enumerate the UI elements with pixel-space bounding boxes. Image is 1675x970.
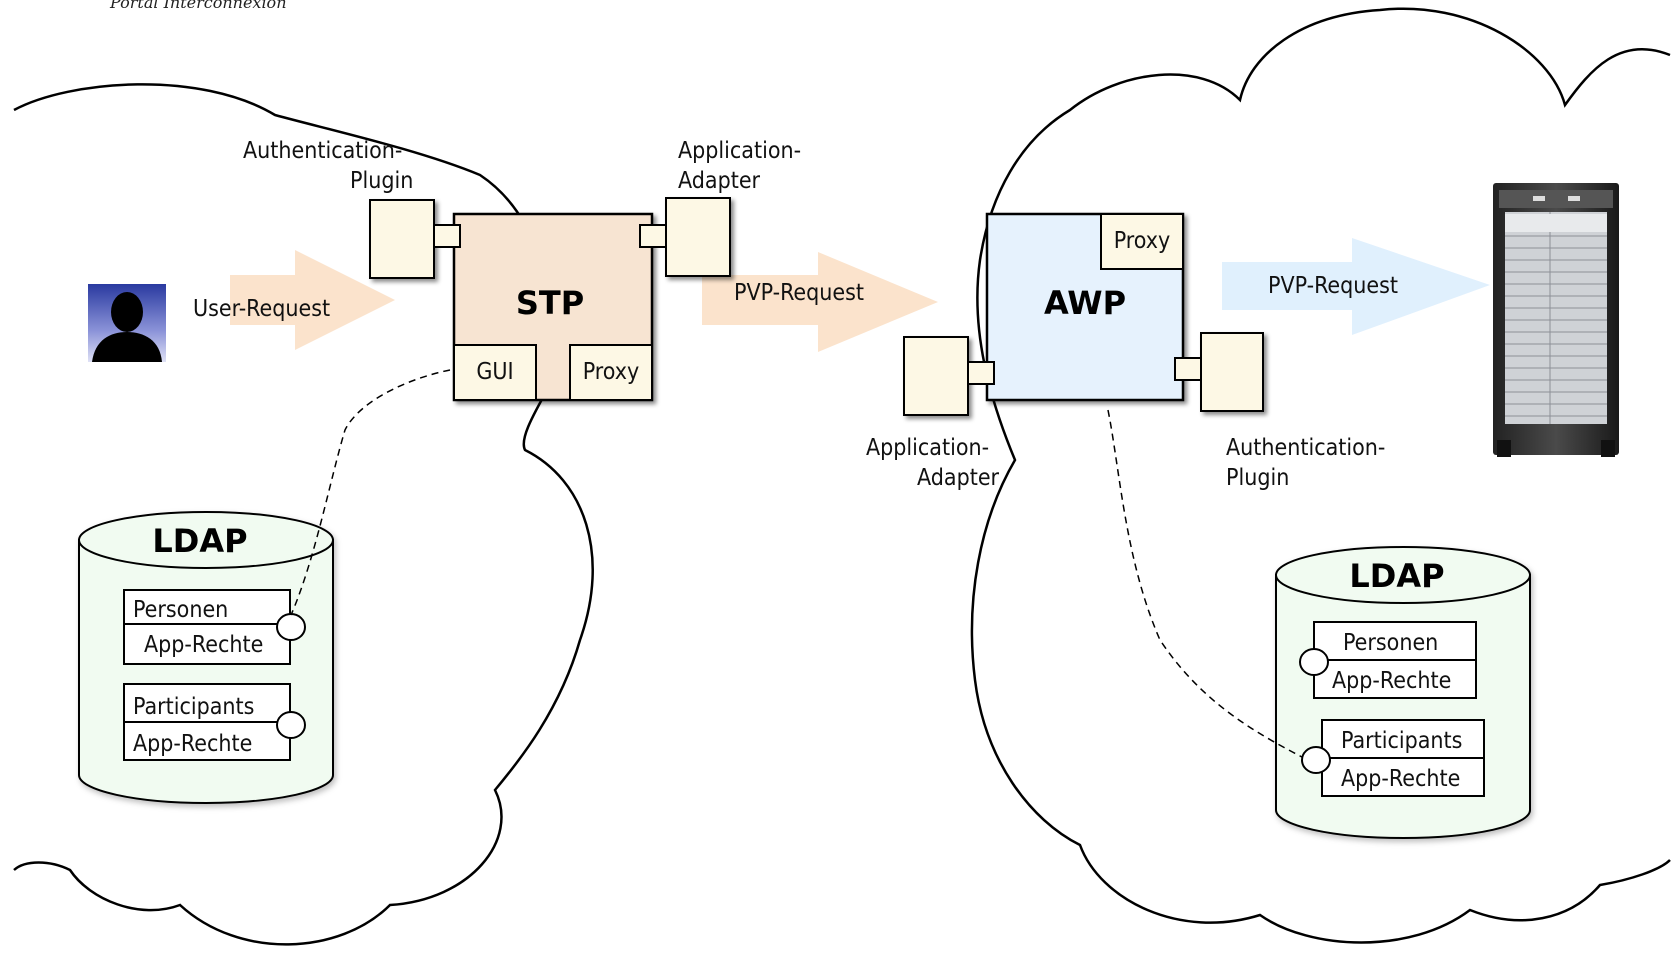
awp-app-adapter-port: [967, 361, 995, 385]
right-ldap-personen-rights-label: App-Rechte: [1332, 668, 1451, 694]
left-ldap-personen-label: Personen: [133, 597, 228, 623]
stp-app-adapter-label-1: Application-: [678, 138, 801, 164]
left-ldap-participants-rights-label: App-Rechte: [133, 731, 252, 757]
user-request-arrow: [230, 250, 395, 350]
left-ldap-personen-port: [276, 613, 306, 641]
right-ldap-personen-port: [1299, 648, 1329, 676]
awp-proxy-box: [1100, 213, 1184, 270]
awp-auth-plugin-port: [1174, 357, 1202, 381]
pvp-request-arrow-middle: [702, 252, 938, 352]
left-ldap-personen-rights-label: App-Rechte: [144, 632, 263, 658]
pvp-request-label-middle: PVP-Request: [734, 280, 864, 306]
right-ldap-participants-box: [1321, 719, 1485, 759]
right-ldap-participants-rights-box: [1321, 757, 1485, 797]
awp-auth-plugin: [1200, 332, 1264, 412]
awp-to-ldap-link: [1107, 409, 1303, 758]
awp-app-adapter: [903, 336, 969, 416]
stp-gui-to-ldap-link: [290, 369, 451, 616]
right-ldap-personen-rights-box: [1313, 659, 1477, 699]
awp-auth-plugin-label-2: Plugin: [1226, 465, 1289, 491]
diagram-caption: Portal Interconnexion: [109, 0, 287, 12]
left-ldap-personen-rights-box: [123, 623, 291, 665]
stp-app-adapter-port: [639, 224, 667, 248]
awp-app-adapter-label-1: Application-: [866, 435, 989, 461]
stp-auth-plugin-label-2: Plugin: [350, 168, 413, 194]
right-ldap-participants-port: [1301, 746, 1331, 774]
awp-auth-plugin-label-1: Authentication-: [1226, 435, 1385, 461]
right-ldap-participants-rights-label: App-Rechte: [1341, 766, 1460, 792]
left-ldap-title: LDAP: [152, 522, 247, 560]
right-ldap-personen-box: [1313, 621, 1477, 661]
right-ldap-title: LDAP: [1349, 557, 1444, 595]
user-request-label: User-Request: [193, 296, 330, 322]
server-rack-icon: [1493, 183, 1619, 457]
awp-title: AWP: [1044, 284, 1126, 322]
left-ldap-participants-port: [276, 711, 306, 739]
stp-gui-box: [453, 344, 537, 401]
user-avatar-icon: [88, 284, 166, 362]
left-ldap-participants-rights-box: [123, 721, 291, 761]
pvp-request-label-right: PVP-Request: [1268, 273, 1398, 299]
awp-proxy-label: Proxy: [1114, 228, 1171, 254]
stp-auth-plugin: [369, 199, 435, 279]
pvp-request-arrow-right: [1222, 238, 1490, 335]
stp-proxy-label: Proxy: [583, 359, 640, 385]
stp-proxy-box: [569, 344, 653, 401]
right-ldap-personen-label: Personen: [1343, 630, 1438, 656]
stp-auth-plugin-port: [433, 224, 461, 248]
left-ldap-participants-label: Participants: [133, 694, 254, 720]
left-ldap-participants-box: [123, 683, 291, 723]
stp-auth-plugin-label-1: Authentication-: [243, 138, 402, 164]
right-ldap-participants-label: Participants: [1341, 728, 1462, 754]
awp-app-adapter-label-2: Adapter: [917, 465, 1000, 491]
stp-gui-label: GUI: [476, 359, 513, 385]
stp-app-adapter: [665, 197, 731, 277]
stp-app-adapter-label-2: Adapter: [678, 168, 761, 194]
stp-title: STP: [516, 284, 584, 322]
